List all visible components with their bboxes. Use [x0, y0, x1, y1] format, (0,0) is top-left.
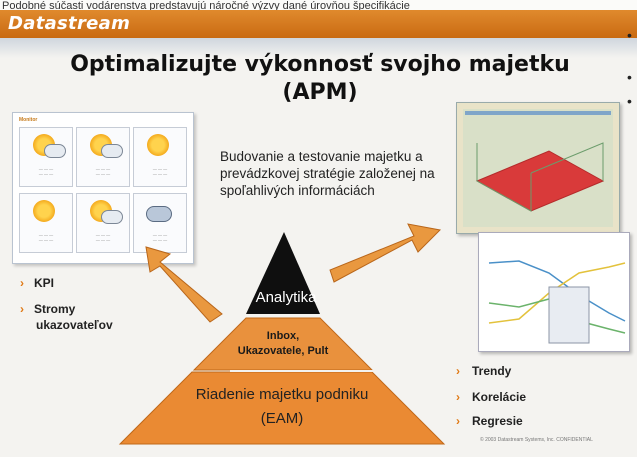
tile-caption: — — —— — —: [152, 232, 168, 242]
list-item-trendy: › Trendy: [456, 364, 511, 378]
tile-caption: — — —— — —: [95, 166, 111, 176]
kpi-tile: — — —— — —: [76, 193, 130, 253]
list-item-stromy: › Stromy: [20, 302, 75, 316]
kpi-tile: — — —— — —: [19, 193, 73, 253]
header-swoosh: [0, 38, 637, 58]
trend-lines: [488, 260, 626, 344]
cloud-icon: [44, 144, 66, 158]
pyramid-top-tier: [246, 232, 320, 314]
tile-caption: — — —— — —: [38, 232, 54, 242]
list-item-label: Stromy: [34, 302, 76, 316]
list-item-regresie: › Regresie: [456, 414, 523, 428]
pyramid-middle-tier: [192, 317, 374, 371]
pyramid-bottom-label-1: Riadenie majetku podniku: [195, 386, 369, 403]
top-caption-strip: Podobné súčasti vodárenstva predstavujú …: [0, 0, 637, 12]
header-bar: [0, 10, 637, 38]
list-item-korelacie: › Korelácie: [456, 390, 526, 404]
pyramid-top-label: Analytika: [255, 289, 317, 306]
pyramid-bottom-label-2: (EAM): [260, 410, 304, 427]
pyramid-middle-label-2: Ukazovatele, Pult: [237, 345, 329, 357]
trend-chart-thumbnail: [478, 232, 630, 352]
sun-icon: [147, 134, 169, 156]
kpi-dashboard-thumbnail: Monitor — — —— — — — — —— — — — — —— — —…: [12, 112, 194, 264]
strategy-description: Budovanie a testovanie majetku a prevádz…: [220, 149, 435, 198]
side-bullet: •: [627, 27, 632, 43]
kpi-tile: — — —— — —: [133, 127, 187, 187]
surface-plot: [463, 109, 613, 227]
kpi-tile: — — —— — —: [133, 193, 187, 253]
chevron-right-icon: ›: [20, 276, 24, 290]
slide-title: Optimalizujte výkonnosť svojho majetku: [70, 52, 570, 77]
side-bullet: •: [627, 93, 632, 109]
cloud-icon: [101, 210, 123, 224]
copyright-notice: © 2003 Datastream Systems, Inc. CONFIDEN…: [480, 437, 593, 443]
list-item-label: KPI: [34, 276, 55, 290]
right-arrow: [329, 223, 442, 283]
list-item-stromy-line2: ukazovateľov: [36, 318, 113, 332]
slide-title-abbrev: (APM): [282, 80, 358, 105]
chevron-right-icon: ›: [456, 414, 460, 428]
chevron-right-icon: ›: [20, 302, 24, 316]
surface-chart-thumbnail: [456, 102, 620, 234]
brand-logo: Datastream: [8, 13, 131, 34]
kpi-tile: — — —— — —: [76, 127, 130, 187]
tile-caption: — — —— — —: [38, 166, 54, 176]
pyramid-middle-label-1: Inbox,: [266, 330, 300, 342]
list-item-label: Korelácie: [472, 390, 527, 404]
list-item-kpi: › KPI: [20, 276, 54, 290]
sun-icon: [33, 200, 55, 222]
kpi-tile: — — —— — —: [19, 127, 73, 187]
storm-icon: [146, 206, 172, 222]
kpi-panel-title: Monitor: [19, 117, 38, 123]
pyramid-bottom-tier: [118, 371, 446, 445]
chevron-right-icon: ›: [456, 390, 460, 404]
list-item-label: Regresie: [472, 414, 523, 428]
list-item-label: Trendy: [472, 364, 512, 378]
left-arrow: [145, 246, 223, 323]
tile-caption: — — —— — —: [152, 166, 168, 176]
side-bullet: •: [627, 69, 632, 85]
chevron-right-icon: ›: [456, 364, 460, 378]
cloud-icon: [101, 144, 123, 158]
tile-caption: — — —— — —: [95, 232, 111, 242]
